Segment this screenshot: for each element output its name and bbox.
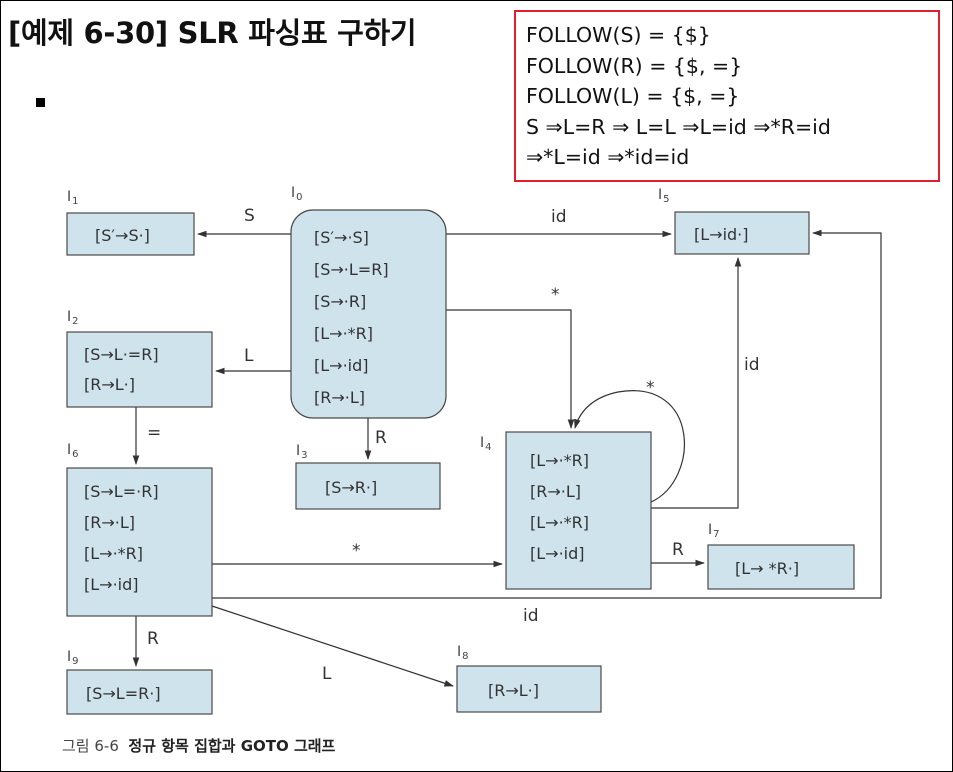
state-label-i3: I3	[296, 443, 308, 461]
edge-label: id	[523, 606, 539, 626]
lr-item: [S→R·]	[325, 478, 377, 497]
lr-item: [R→·L]	[314, 388, 365, 407]
lr-item: [S→L=R·]	[86, 684, 161, 703]
edge-label: S	[244, 206, 255, 226]
edge-label: R	[672, 540, 684, 560]
lr-item: [S′→S·]	[95, 226, 150, 245]
edge-i6-i8	[211, 605, 454, 687]
lr-item: [S′→·S]	[314, 228, 369, 247]
edge-i4-i5	[651, 257, 742, 509]
edge-label: *	[646, 378, 655, 398]
state-box-i1	[66, 212, 195, 256]
lr-item: [L→·*R]	[530, 513, 589, 532]
edge-label: L	[322, 664, 332, 684]
lr-item: [L→id·]	[694, 225, 749, 244]
follow-line: FOLLOW(L) = {$, =}	[526, 84, 740, 108]
state-box-i0	[290, 209, 447, 419]
edge-i4-i4	[574, 390, 686, 503]
lr-item: [S→·L=R]	[314, 260, 389, 279]
edge-i0-i4	[446, 309, 575, 429]
edge-label: R	[375, 428, 387, 448]
state-label-i6: I6	[67, 442, 79, 460]
state-box-i7	[707, 544, 855, 590]
state-box-i9	[66, 669, 213, 715]
edge-label: id	[551, 207, 567, 227]
state-box-i6	[66, 467, 213, 617]
figure-caption: 그림 6-6 정규 항목 집합과 GOTO 그래프	[62, 735, 335, 756]
edge-i6-i5	[212, 229, 882, 599]
bullet-icon	[36, 98, 45, 107]
edge-label: =	[147, 423, 161, 443]
lr-item: [L→·id]	[530, 544, 585, 563]
edge-label: R	[147, 629, 159, 649]
edge-label: id	[744, 355, 760, 375]
follow-line: FOLLOW(S) = {$}	[526, 23, 711, 47]
edge-label: *	[551, 285, 560, 305]
state-label-i7: I7	[708, 522, 720, 540]
follow-line: S ⇒L=R ⇒ L=L ⇒L=id ⇒*R=id	[526, 114, 831, 139]
edge-label: L	[244, 346, 254, 366]
lr-item: [L→·*R]	[314, 324, 373, 343]
lr-item: [R→·L]	[84, 513, 135, 532]
lr-item: [S→·R]	[314, 292, 366, 311]
lr-item: [L→·id]	[314, 356, 369, 375]
caption-text: 정규 항목 집합과 GOTO 그래프	[128, 737, 336, 755]
state-label-i9: I9	[67, 649, 79, 667]
state-label-i1: I1	[67, 189, 79, 207]
state-box-i3	[295, 462, 441, 510]
state-label-i5: I5	[658, 187, 670, 205]
state-box-i8	[456, 665, 602, 713]
lr-item: [R→L·]	[488, 681, 539, 700]
lr-item: [R→·L]	[530, 482, 581, 501]
state-box-i4	[505, 431, 652, 590]
lr-item: [L→·*R]	[530, 451, 589, 470]
lr-item: [L→ *R·]	[735, 559, 799, 578]
lr-item: [L→·*R]	[84, 544, 143, 563]
lr-item: [L→·id]	[84, 575, 139, 594]
state-label-i4: I4	[480, 435, 492, 453]
lr-item: [S→L·=R]	[84, 345, 159, 364]
edge-label: *	[352, 541, 361, 561]
state-box-i2	[66, 331, 213, 408]
follow-set-box: FOLLOW(S) = {$} FOLLOW(R) = {$, =} FOLLO…	[514, 10, 940, 182]
state-label-i2: I2	[67, 309, 79, 327]
state-box-i5	[674, 211, 810, 255]
lr-item: [R→L·]	[84, 375, 135, 394]
follow-line: ⇒*L=id ⇒*id=id	[526, 145, 690, 169]
state-label-i0: I0	[291, 185, 303, 203]
state-label-i8: I8	[457, 644, 469, 662]
follow-line: FOLLOW(R) = {$, =}	[526, 53, 743, 78]
lr-item: [S→L=·R]	[84, 482, 159, 501]
caption-label: 그림 6-6	[62, 737, 119, 755]
slide-title: [예제 6-30] SLR 파싱표 구하기	[8, 16, 417, 50]
